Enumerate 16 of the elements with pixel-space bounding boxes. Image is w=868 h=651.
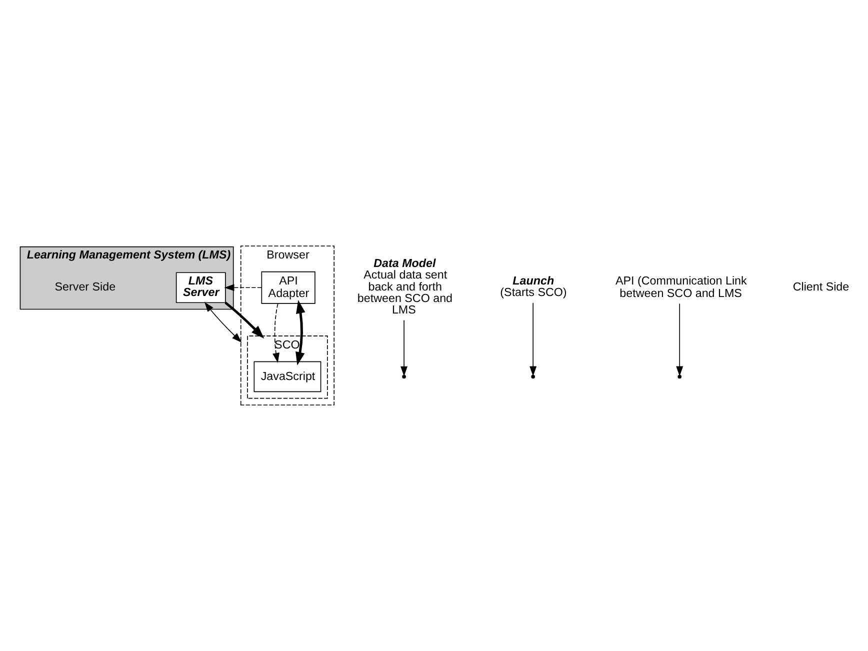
arrow xyxy=(224,284,262,292)
node-text: Launch (Starts SCO) xyxy=(500,274,567,300)
arrow xyxy=(400,320,408,376)
node-text: API (Communication Link between SCO and LMS xyxy=(616,274,747,300)
arrow xyxy=(224,302,264,339)
node-text: Data Model Actual data sent back and forth between SCO and LMS xyxy=(357,256,453,317)
arrow xyxy=(530,302,537,376)
node-box: API Adapter xyxy=(261,271,316,304)
arrow xyxy=(296,300,306,366)
label: Client Side xyxy=(792,280,850,294)
label: Server Side xyxy=(54,280,116,294)
arrow xyxy=(272,303,280,363)
arrow xyxy=(676,303,684,376)
node-box: LMS Server xyxy=(176,272,226,304)
arrow xyxy=(204,302,242,343)
node-box: JavaScript xyxy=(254,361,322,392)
